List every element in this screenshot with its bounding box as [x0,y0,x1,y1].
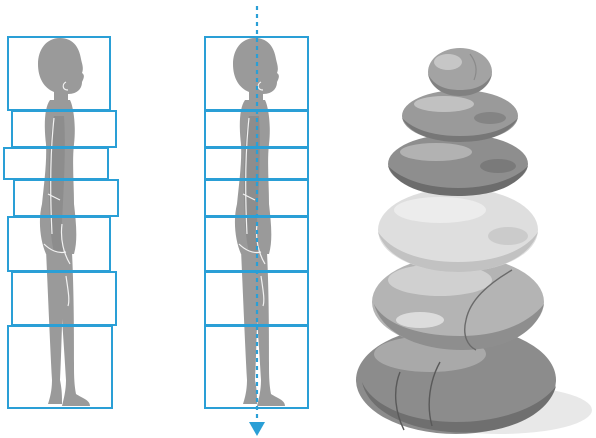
child-silhouette-left [38,38,90,406]
stone-fourth [378,188,538,272]
aligned-posture-figure [205,6,308,436]
stone-second [402,90,518,142]
balanced-stone-stack [356,48,592,434]
stone-third [388,134,528,196]
stone-top [428,48,492,96]
child-silhouette-right [233,38,285,406]
misaligned-posture-figure [4,37,118,408]
arrow-down-icon [249,422,265,436]
